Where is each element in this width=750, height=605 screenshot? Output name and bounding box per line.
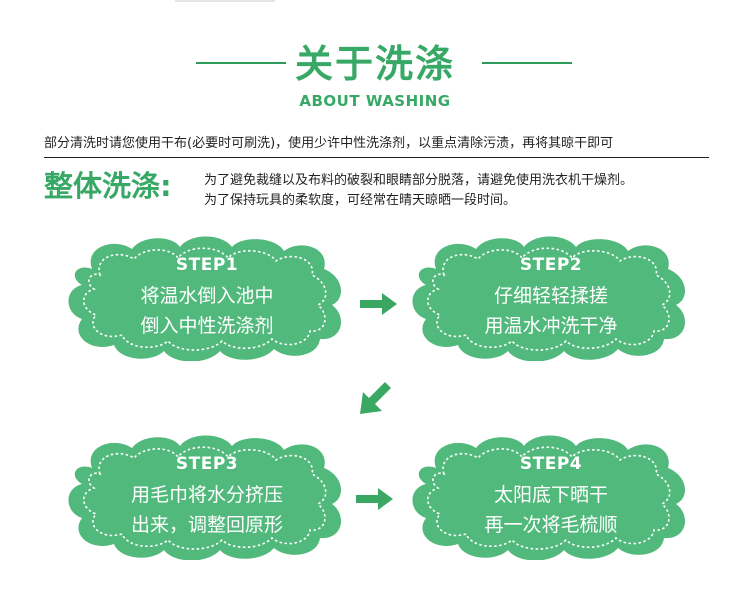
partial-wash-note: 部分清洗时请您使用干布(必要时可刷洗)，使用少许中性洗涤剂，以重点清除污渍，再将… (44, 136, 614, 151)
step-text-line-2: 用温水冲洗干净 (484, 315, 618, 337)
step-card-3: STEP3 用毛巾将水分挤压 出来，调整回原形 (62, 432, 352, 560)
title-rule-right (482, 62, 572, 64)
step-name: STEP3 (175, 454, 239, 474)
step-name: STEP1 (175, 255, 239, 275)
whole-wash-line-1: 为了避免裁缝以及布料的破裂和眼睛部分脱落，请避免使用洗衣机干燥剂。 (204, 173, 634, 188)
arrow-right-icon (360, 293, 397, 315)
title-rule-left (196, 62, 286, 64)
step-name: STEP4 (519, 454, 583, 474)
step-text-line-1: 用毛巾将水分挤压 (130, 484, 283, 506)
page-subtitle: ABOUT WASHING (299, 92, 451, 110)
top-decor-line (175, 0, 275, 2)
arrow-right-icon (356, 488, 393, 510)
section-divider (44, 157, 709, 158)
step-text-line-1: 将温水倒入池中 (140, 285, 274, 307)
step-text-line-2: 倒入中性洗涤剂 (140, 315, 274, 337)
step-text-line-1: 太阳底下晒干 (493, 484, 608, 506)
whole-wash-line-2: 为了保持玩具的柔软度，可经常在晴天晾晒一段时间。 (204, 193, 517, 208)
whole-wash-label: 整体洗涤: (44, 169, 172, 203)
step-text-line-2: 出来，调整回原形 (130, 514, 283, 536)
step-text-line-2: 再一次将毛梳顺 (484, 514, 618, 536)
step-card-2: STEP2 仔细轻轻揉搓 用温水冲洗干净 (406, 233, 696, 361)
page-title: 关于洗涤 (294, 42, 455, 86)
arrow-down-left-icon (360, 382, 391, 414)
header: 关于洗涤 (0, 38, 750, 90)
step-text-line-1: 仔细轻轻揉搓 (493, 285, 608, 307)
step-name: STEP2 (519, 255, 583, 275)
step-card-4: STEP4 太阳底下晒干 再一次将毛梳顺 (406, 432, 696, 560)
step-card-1: STEP1 将温水倒入池中 倒入中性洗涤剂 (62, 233, 352, 361)
